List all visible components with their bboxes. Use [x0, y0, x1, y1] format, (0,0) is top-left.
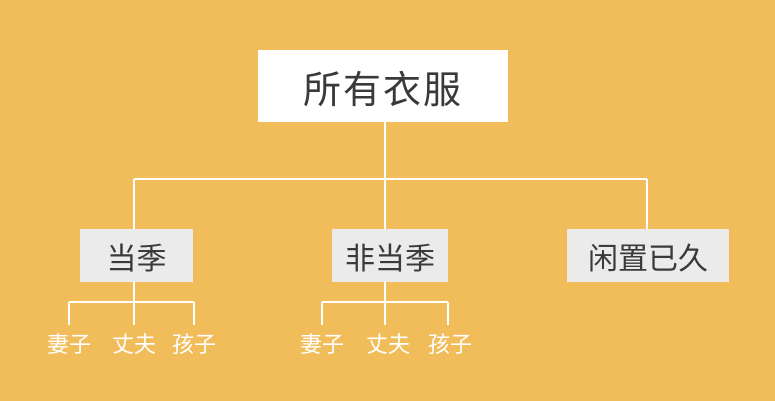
leaf-label: 妻子 [46, 333, 92, 358]
category-label: 当季 [106, 241, 167, 277]
leaf-label: 丈夫 [365, 333, 411, 358]
root-label: 所有衣服 [302, 67, 463, 112]
leaf-label: 妻子 [299, 333, 345, 358]
leaf-label: 丈夫 [111, 333, 157, 358]
root-node: 所有衣服 [258, 50, 508, 122]
leaf-label: 孩子 [171, 333, 217, 358]
category-node-1: 当季 [80, 229, 193, 282]
category-node-3: 闲置已久 [567, 229, 729, 282]
leaf-label: 孩子 [427, 333, 473, 358]
category-node-2: 非当季 [332, 229, 448, 282]
category-label: 闲置已久 [588, 241, 708, 277]
category-label: 非当季 [345, 241, 435, 277]
